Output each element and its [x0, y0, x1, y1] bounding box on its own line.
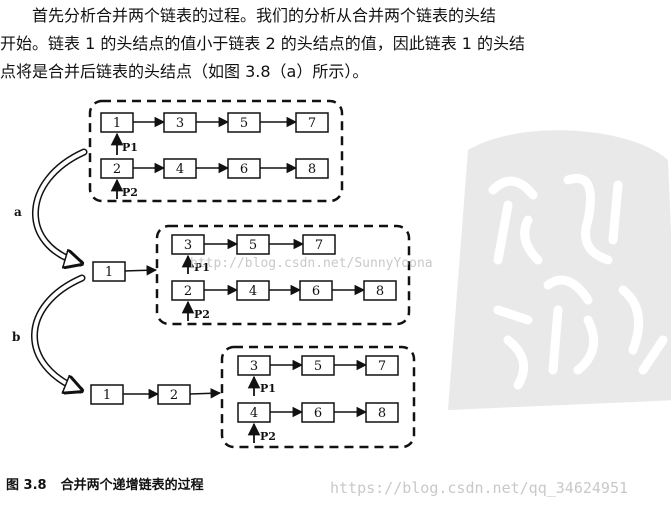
- stage1-list1: 1 3 5 7: [100, 112, 329, 133]
- list-node: 5: [227, 112, 261, 133]
- list-node: 4: [236, 280, 270, 301]
- list-node: 6: [299, 280, 333, 301]
- figure-number: 图 3.8: [6, 478, 47, 493]
- stage1-group-frame: [88, 99, 344, 203]
- list-node: 3: [171, 234, 205, 255]
- pointer-label-p2: P2: [194, 308, 210, 321]
- node-value: 6: [312, 284, 320, 299]
- figure-caption: 图 3.8 合并两个递增链表的过程: [6, 474, 204, 493]
- node-value: 8: [378, 406, 386, 421]
- node-value: 1: [113, 116, 121, 131]
- list-node: 3: [163, 112, 197, 133]
- list-node: 5: [236, 234, 270, 255]
- stage3-list2: 4 6 8: [237, 402, 399, 423]
- pointer-label-p1: P1: [122, 141, 138, 154]
- node-value: 3: [184, 238, 192, 253]
- figure-title: 合并两个递增链表的过程: [60, 478, 204, 493]
- pointer-label-p2: P2: [260, 430, 276, 443]
- list-node: 2: [171, 280, 205, 301]
- node-value: 4: [250, 406, 258, 421]
- node-value: 2: [170, 388, 178, 403]
- stage2-list1: 3 5 7: [171, 234, 336, 255]
- node-value: 1: [103, 388, 111, 403]
- node-value: 8: [308, 162, 316, 177]
- list-node: 1: [100, 112, 134, 133]
- node-value: 7: [308, 116, 316, 131]
- node-value: 6: [240, 162, 248, 177]
- paragraph-line-2: 开始。链表 1 的头结点的值小于链表 2 的头结点的值，因此链表 1 的头结: [0, 34, 526, 53]
- node-value: 3: [176, 116, 184, 131]
- list-node: 7: [302, 234, 336, 255]
- list-node: 7: [295, 112, 329, 133]
- node-value: 5: [249, 238, 257, 253]
- stage3-group-frame: [220, 345, 416, 449]
- list-node: 7: [365, 355, 399, 376]
- stage3-merged-list: 1 2: [90, 384, 222, 405]
- node-value: 5: [314, 359, 322, 374]
- node-value: 5: [240, 116, 248, 131]
- stage2-group-frame: [155, 224, 411, 326]
- body-paragraph: 首先分析合并两个链表的过程。我们的分析从合并两个链表的头结 开始。链表 1 的头…: [0, 0, 671, 86]
- step-b-curved-arrow: [31, 274, 86, 394]
- pointer-label-p1: P1: [260, 382, 276, 395]
- node-value: 4: [176, 162, 184, 177]
- list-node: 1: [90, 384, 124, 405]
- stage1-list2: 2 4 6 8: [100, 158, 329, 179]
- list-node: 2: [157, 384, 191, 405]
- seal-stamp-icon: [448, 130, 671, 410]
- list-node: 8: [365, 402, 399, 423]
- paragraph-line-3: 点将是合并后链表的头结点（如图 3.8（a）所示）。: [0, 62, 369, 81]
- list-node: 6: [227, 158, 261, 179]
- list-node: 8: [363, 280, 397, 301]
- node-value: 7: [315, 238, 323, 253]
- stage2-list2: 2 4 6 8: [171, 280, 397, 301]
- node-value: 1: [105, 265, 113, 280]
- list-node: 6: [301, 402, 335, 423]
- node-value: 4: [249, 284, 257, 299]
- node-value: 8: [376, 284, 384, 299]
- list-node: 3: [237, 355, 271, 376]
- list-node: 2: [100, 158, 134, 179]
- stage3-list1: 3 5 7: [237, 355, 399, 376]
- list-node: 8: [295, 158, 329, 179]
- corner-watermark: https://blog.csdn.net/qq_34624951: [330, 479, 629, 497]
- paragraph-line-1: 首先分析合并两个链表的过程。我们的分析从合并两个链表的头结: [32, 6, 497, 25]
- pointer-label-p1: P1: [194, 261, 210, 274]
- step-label-a: a: [14, 205, 22, 219]
- node-value: 2: [113, 162, 121, 177]
- pointer-label-p2: P2: [122, 186, 138, 199]
- inline-watermark: http://blog.csdn.net/SunnyYoona: [190, 256, 433, 271]
- node-value: 6: [314, 406, 322, 421]
- list-node: 4: [163, 158, 197, 179]
- node-value: 7: [378, 359, 386, 374]
- node-value: 2: [184, 284, 192, 299]
- list-node: 5: [301, 355, 335, 376]
- stage2-merged-list: 1: [92, 261, 158, 282]
- node-value: 3: [250, 359, 258, 374]
- step-label-b: b: [12, 330, 20, 344]
- list-node: 1: [92, 261, 126, 282]
- list-node: 4: [237, 402, 271, 423]
